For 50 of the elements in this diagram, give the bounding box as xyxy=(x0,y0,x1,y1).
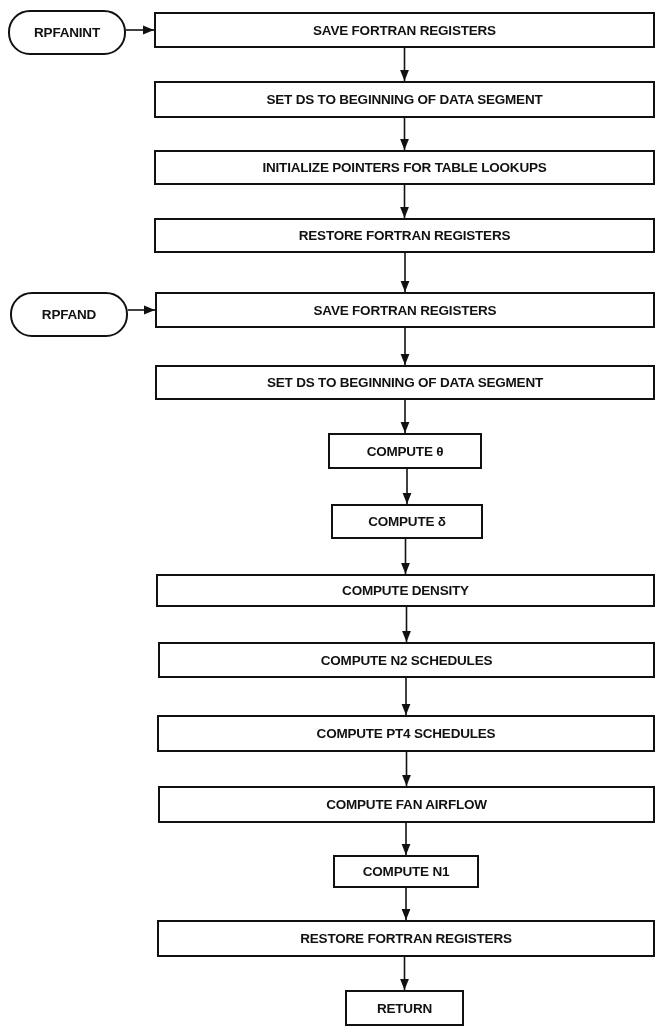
node-label: RETURN xyxy=(376,1000,433,1016)
arrow xyxy=(401,887,411,921)
arrow xyxy=(400,184,409,219)
node-label: INITIALIZE POINTERS FOR TABLE LOOKUPS xyxy=(262,160,547,175)
arrow xyxy=(401,822,411,856)
arrow xyxy=(400,399,410,434)
node-label: RESTORE FORTRAN REGISTERS xyxy=(300,931,512,946)
terminal-node xyxy=(10,292,128,337)
arrow xyxy=(402,751,411,787)
process-box xyxy=(154,150,655,185)
process-box xyxy=(154,81,655,118)
arrow xyxy=(401,538,410,575)
node-label: RPFAND xyxy=(41,307,97,322)
arrow xyxy=(125,25,155,35)
node-label: SET DS TO BEGINNING OF DATA SEGMENT xyxy=(267,375,543,390)
node-label: COMPUTE δ xyxy=(368,514,446,529)
process-box xyxy=(158,642,655,678)
process-box xyxy=(331,504,483,539)
arrow xyxy=(400,252,410,293)
process-box xyxy=(154,12,655,48)
arrow xyxy=(127,305,156,315)
arrow xyxy=(400,117,409,151)
arrow xyxy=(400,956,409,991)
process-box xyxy=(328,433,482,469)
node-label: SAVE FORTRAN REGISTERS xyxy=(313,22,496,38)
node-label: RESTORE FORTRAN REGISTERS xyxy=(298,228,511,243)
node-label: COMPUTE PT4 SCHEDULES xyxy=(316,726,496,741)
node-label: COMPUTE N2 SCHEDULES xyxy=(320,652,493,668)
arrow xyxy=(401,677,411,716)
arrow xyxy=(402,468,412,505)
process-box xyxy=(333,855,479,888)
process-box xyxy=(158,786,655,823)
node-label: RPFANINT xyxy=(34,25,100,40)
process-box xyxy=(155,365,655,400)
node-label: COMPUTE DENSITY xyxy=(342,583,469,598)
arrow xyxy=(400,47,409,82)
process-box xyxy=(157,920,655,957)
terminal-node xyxy=(8,10,126,55)
process-box xyxy=(155,292,655,328)
process-box xyxy=(345,990,464,1026)
arrow xyxy=(400,327,410,366)
arrow xyxy=(402,606,411,643)
node-label: COMPUTE θ xyxy=(366,443,444,459)
process-box xyxy=(157,715,655,752)
process-box xyxy=(156,574,655,607)
node-label: SET DS TO BEGINNING OF DATA SEGMENT xyxy=(266,92,543,107)
node-label: SAVE FORTRAN REGISTERS xyxy=(313,302,497,318)
process-box xyxy=(154,218,655,253)
node-label: COMPUTE N1 xyxy=(362,864,450,879)
node-label: COMPUTE FAN AIRFLOW xyxy=(326,797,487,812)
